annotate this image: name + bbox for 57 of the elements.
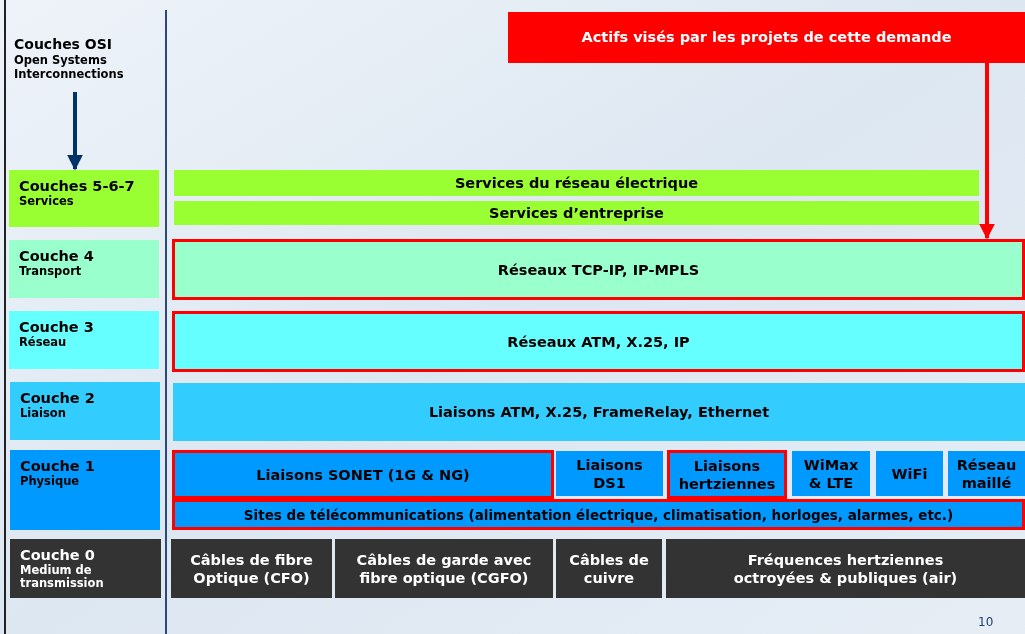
layer-box — [10, 450, 160, 530]
layer-cell — [171, 539, 332, 598]
layer-cell — [666, 539, 1025, 598]
label-text: Liaisons ATM, X.25, FrameRelay, Ethernet — [428, 403, 770, 421]
label-text: Services du réseau électrique — [454, 174, 699, 192]
label-text: Liaisons SONET (1G & NG) — [256, 465, 470, 484]
label-text: Réseau maillé — [955, 455, 1018, 492]
label-text: Couche 1 — [20, 458, 95, 475]
label-text: Réseaux TCP-IP, IP-MPLS — [497, 260, 700, 279]
layer-cell — [792, 451, 870, 496]
label-text: Medium de transmission — [20, 564, 105, 590]
label-text: Couche 3 — [19, 319, 94, 336]
label-text: Couche 0 — [20, 547, 95, 564]
layer-cell — [948, 451, 1025, 496]
label-text: Couches 5-6-7 — [19, 178, 135, 195]
callout-box — [508, 12, 1025, 63]
layer-box — [9, 311, 159, 369]
layer-cell — [556, 451, 663, 496]
label-text: Liaison — [20, 407, 66, 420]
layer-band — [172, 499, 1025, 530]
arrow — [67, 92, 83, 171]
label-text: Couche 2 — [20, 390, 95, 407]
page-number: 10 — [978, 614, 994, 631]
label-text: WiFi — [891, 464, 928, 483]
layer-cell — [335, 539, 553, 598]
layer-band — [174, 170, 979, 196]
label-text: Câbles de cuivre — [568, 550, 650, 587]
label-text: Services d’entreprise — [489, 204, 664, 222]
label-text: Fréquences hertziennes octroyées & publiques (air) — [732, 550, 959, 587]
layer-band — [174, 201, 979, 225]
label-text: WiMax & LTE — [803, 455, 859, 492]
layer-cell — [876, 451, 943, 496]
label-text: Câbles de fibre Optique (CFO) — [189, 550, 314, 587]
layer-box — [9, 240, 159, 298]
layer-box — [10, 382, 160, 440]
label-text: Liaisons DS1 — [575, 455, 644, 492]
label-text: Open Systems Interconnections — [14, 53, 125, 81]
layer-box — [10, 539, 161, 598]
label-text: Sites de télécommunications (alimentation électrique, climatisation, horloges, alarmes, etc.) — [243, 506, 954, 523]
layer-band — [173, 383, 1025, 441]
label-text: Services — [19, 195, 74, 208]
label-text: Couches OSI — [14, 36, 113, 53]
label-text: Réseaux ATM, X.25, IP — [507, 332, 690, 351]
label-text: Réseau — [19, 336, 67, 349]
layer-band — [172, 311, 1025, 372]
label-text: Physique — [20, 475, 80, 488]
label-text: Transport — [19, 265, 82, 278]
arrow — [979, 63, 995, 240]
layer-band — [172, 239, 1025, 300]
label-text: Actifs visés par les projets de cette demande — [581, 27, 952, 47]
layer-cell — [667, 450, 787, 499]
layer-cell — [556, 539, 662, 598]
layer-box — [9, 170, 159, 227]
layer-cell — [172, 450, 554, 499]
label-text: Liaisons hertziennes — [677, 456, 777, 493]
label-text: Couche 4 — [19, 248, 94, 265]
label-text: Câbles de garde avec fibre optique (CGFO) — [355, 550, 533, 587]
